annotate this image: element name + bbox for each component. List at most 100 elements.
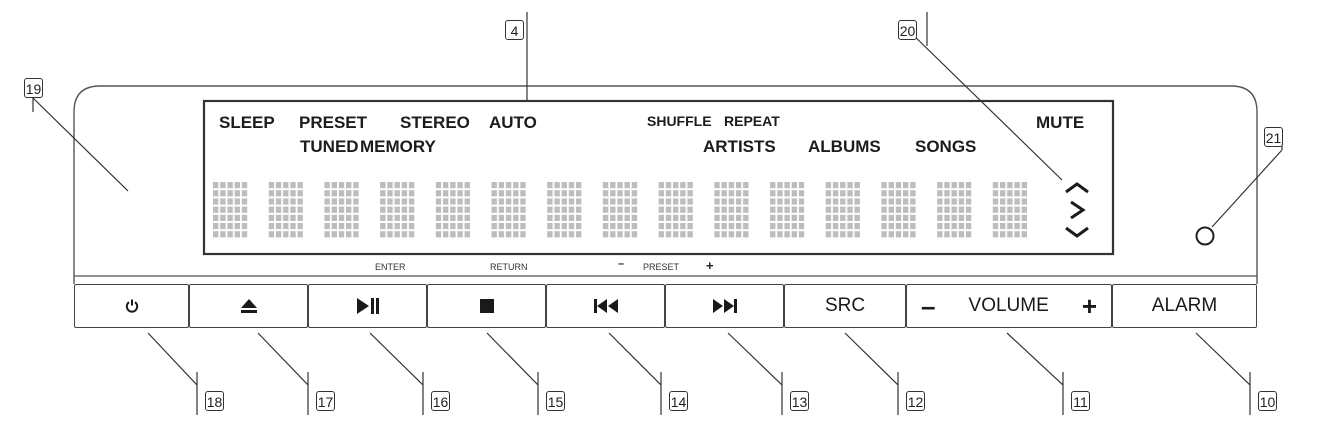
segment-dot xyxy=(457,231,463,238)
segment-dot xyxy=(561,206,567,213)
segment-dot xyxy=(568,214,575,221)
eject-button[interactable] xyxy=(189,284,308,328)
segment-dot xyxy=(213,182,219,189)
segment-dot xyxy=(854,231,860,238)
power-button[interactable] xyxy=(74,284,189,328)
segment-dot xyxy=(435,198,442,205)
segment-dot xyxy=(275,223,282,230)
segment-dot xyxy=(435,190,442,197)
segment-dot xyxy=(408,223,415,230)
lcd-label-memory: MEMORY xyxy=(360,137,436,156)
segment-dot xyxy=(888,198,894,205)
segment-dot xyxy=(832,190,839,197)
stop-icon xyxy=(479,299,494,313)
leader-17 xyxy=(257,332,309,386)
callout-21: 21 xyxy=(1264,127,1283,147)
segment-dot xyxy=(220,214,226,221)
segment-dot xyxy=(576,198,582,205)
segment-dot xyxy=(770,214,776,221)
segment-dot xyxy=(965,214,972,221)
segment-dot xyxy=(491,214,497,221)
segment-dot xyxy=(554,206,560,213)
segment-dot xyxy=(992,206,999,213)
segment-dot xyxy=(854,214,860,221)
segment-dot xyxy=(881,214,887,221)
segment-dot xyxy=(610,190,616,197)
segment-dot xyxy=(840,231,846,238)
segment-dot xyxy=(554,214,560,221)
segment-dot xyxy=(338,206,345,213)
stop-button[interactable] xyxy=(427,284,546,328)
segment-dot xyxy=(268,214,275,221)
alarm-button[interactable]: ALARM xyxy=(1112,284,1257,328)
segment-dot xyxy=(443,190,449,197)
segment-dot xyxy=(944,231,950,238)
segment-dot xyxy=(297,206,303,213)
lcd-label-shuffle: SHUFFLE xyxy=(647,113,712,129)
segment-dot xyxy=(631,198,638,205)
segment-dot xyxy=(394,214,400,221)
segment-dot xyxy=(241,214,248,221)
leader-13 xyxy=(727,332,783,386)
segment-dot xyxy=(283,231,289,238)
segment-dot xyxy=(457,214,463,221)
segment-dot xyxy=(568,206,575,213)
lcd-label-albums: ALBUMS xyxy=(808,137,881,156)
volume-button[interactable]: – VOLUME + xyxy=(906,284,1112,328)
segment-dot xyxy=(346,223,352,230)
segment-dot xyxy=(513,190,519,197)
segment-dot xyxy=(1007,223,1013,230)
segment-dot xyxy=(631,223,638,230)
segment-dot xyxy=(951,223,957,230)
volume-up-button[interactable]: + xyxy=(1081,290,1097,321)
chevron-right-icon xyxy=(1070,200,1086,220)
segment-dot xyxy=(1000,198,1006,205)
segment-dot xyxy=(491,206,497,213)
segment-dot xyxy=(910,223,916,230)
play-pause-button[interactable] xyxy=(308,284,427,328)
segment-dot xyxy=(895,190,902,197)
segment-dot xyxy=(825,182,832,189)
segment-dot xyxy=(324,214,330,221)
next-button[interactable] xyxy=(665,284,784,328)
segment-dot xyxy=(353,231,359,238)
segment-dot xyxy=(338,190,345,197)
segment-dot xyxy=(770,206,776,213)
segment-dot xyxy=(491,223,497,230)
segment-dot xyxy=(910,190,916,197)
segment-dot xyxy=(714,182,720,189)
segment-dot xyxy=(687,198,693,205)
volume-down-button[interactable]: – xyxy=(921,290,936,321)
segment-dot xyxy=(658,214,664,221)
segment-dot xyxy=(213,223,219,230)
segment-dot xyxy=(777,214,783,221)
segment-dot xyxy=(777,190,783,197)
segment-dot xyxy=(680,214,686,221)
segment-dot xyxy=(743,190,749,197)
segment-dot xyxy=(1000,190,1006,197)
segment-dot xyxy=(958,223,965,230)
segment-dot xyxy=(520,214,526,221)
segment-dot xyxy=(498,206,505,213)
segment-dot xyxy=(791,206,797,213)
segment-dot xyxy=(505,190,512,197)
segment-dot xyxy=(951,198,957,205)
previous-button[interactable] xyxy=(546,284,665,328)
segment-dot xyxy=(283,206,289,213)
segment-dot xyxy=(324,231,330,238)
segment-dot xyxy=(491,198,497,205)
segment-dot xyxy=(714,223,720,230)
segment-dot xyxy=(498,223,505,230)
callout-20: 20 xyxy=(898,20,917,40)
segment-dot xyxy=(665,182,672,189)
segment-dot xyxy=(617,231,623,238)
callout-13: 13 xyxy=(790,391,809,411)
segment-dot xyxy=(992,198,999,205)
segment-dot xyxy=(1021,198,1027,205)
segment-dot xyxy=(673,198,679,205)
segment-dot xyxy=(1000,206,1006,213)
segment-dot xyxy=(840,198,846,205)
src-button[interactable]: SRC xyxy=(784,284,906,328)
lcd-label-songs: SONGS xyxy=(915,137,977,156)
segment-dot xyxy=(213,231,219,238)
